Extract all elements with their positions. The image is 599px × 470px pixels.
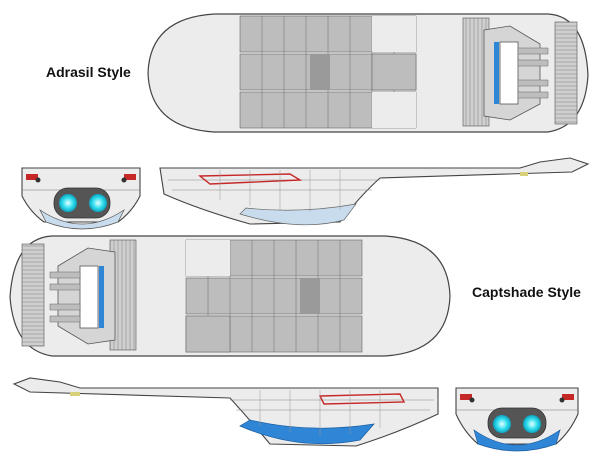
adrasil-side-view <box>159 157 590 226</box>
captshade-style-label: Captshade Style <box>472 284 581 300</box>
adrasil-style-label: Adrasil Style <box>46 64 131 80</box>
captshade-front-view <box>455 387 579 452</box>
captshade-side-view <box>12 377 439 447</box>
adrasil-top-view <box>147 13 589 133</box>
adrasil-front-view <box>21 167 141 230</box>
captshade-top-view <box>9 235 451 357</box>
